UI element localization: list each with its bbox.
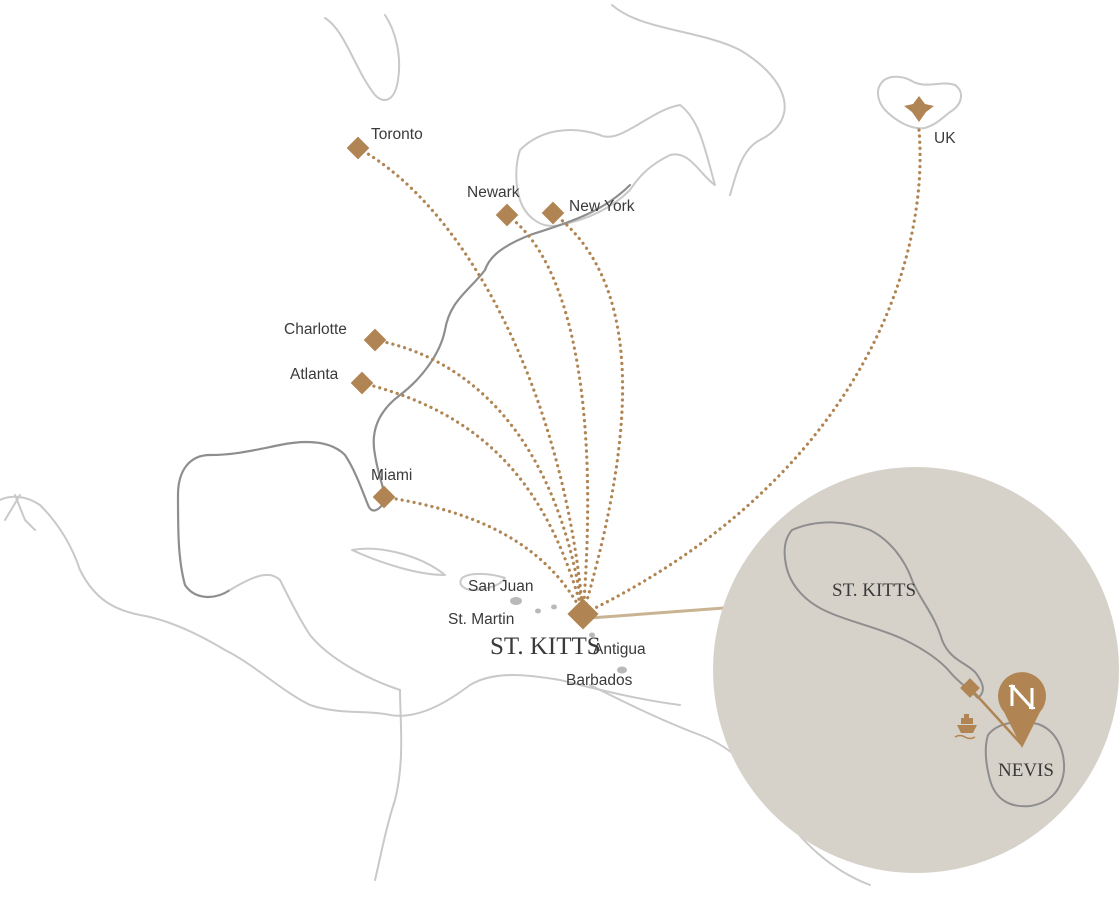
route-new-york — [551, 211, 625, 616]
marker-st-kitts-hub[interactable] — [567, 598, 599, 630]
routes — [356, 128, 922, 616]
route-atlanta — [360, 381, 585, 616]
inset-connector — [589, 606, 725, 620]
label-newark: Newark — [467, 184, 520, 201]
inset-label-nevis: NEVIS — [998, 760, 1054, 781]
marker-toronto[interactable] — [346, 136, 370, 160]
marker-charlotte[interactable] — [363, 328, 387, 352]
label-miami: Miami — [371, 467, 412, 484]
ferry-route — [969, 687, 1023, 746]
route-toronto — [356, 146, 585, 616]
label-uk: UK — [934, 130, 956, 147]
label-toronto: Toronto — [371, 126, 423, 143]
inset-st-kitts-marker[interactable] — [960, 678, 980, 698]
label-st-martin: St. Martin — [448, 611, 514, 628]
label-st-kitts-hub: ST. KITTS — [490, 633, 601, 660]
label-charlotte: Charlotte — [284, 321, 347, 338]
marker-uk[interactable] — [904, 96, 934, 122]
route-miami — [382, 495, 585, 616]
label-barbados: Barbados — [566, 672, 633, 689]
label-atlanta: Atlanta — [290, 366, 339, 383]
marker-miami[interactable] — [372, 485, 396, 509]
route-newark — [505, 213, 590, 616]
inset-detail: ST. KITTS NEVIS — [713, 467, 1119, 873]
ferry-icon — [954, 714, 977, 740]
label-antigua: Antigua — [593, 641, 646, 658]
inset-label-st-kitts: ST. KITTS — [832, 580, 916, 601]
label-new-york: New York — [569, 198, 635, 215]
route-uk — [581, 128, 922, 616]
marker-atlanta[interactable] — [350, 371, 374, 395]
city-labels: Toronto Newark New York UK Charlotte Atl… — [284, 126, 956, 689]
brand-pin-icon[interactable] — [998, 672, 1047, 748]
route-charlotte — [373, 338, 585, 616]
inset-circle — [713, 467, 1119, 873]
label-san-juan: San Juan — [468, 578, 534, 595]
